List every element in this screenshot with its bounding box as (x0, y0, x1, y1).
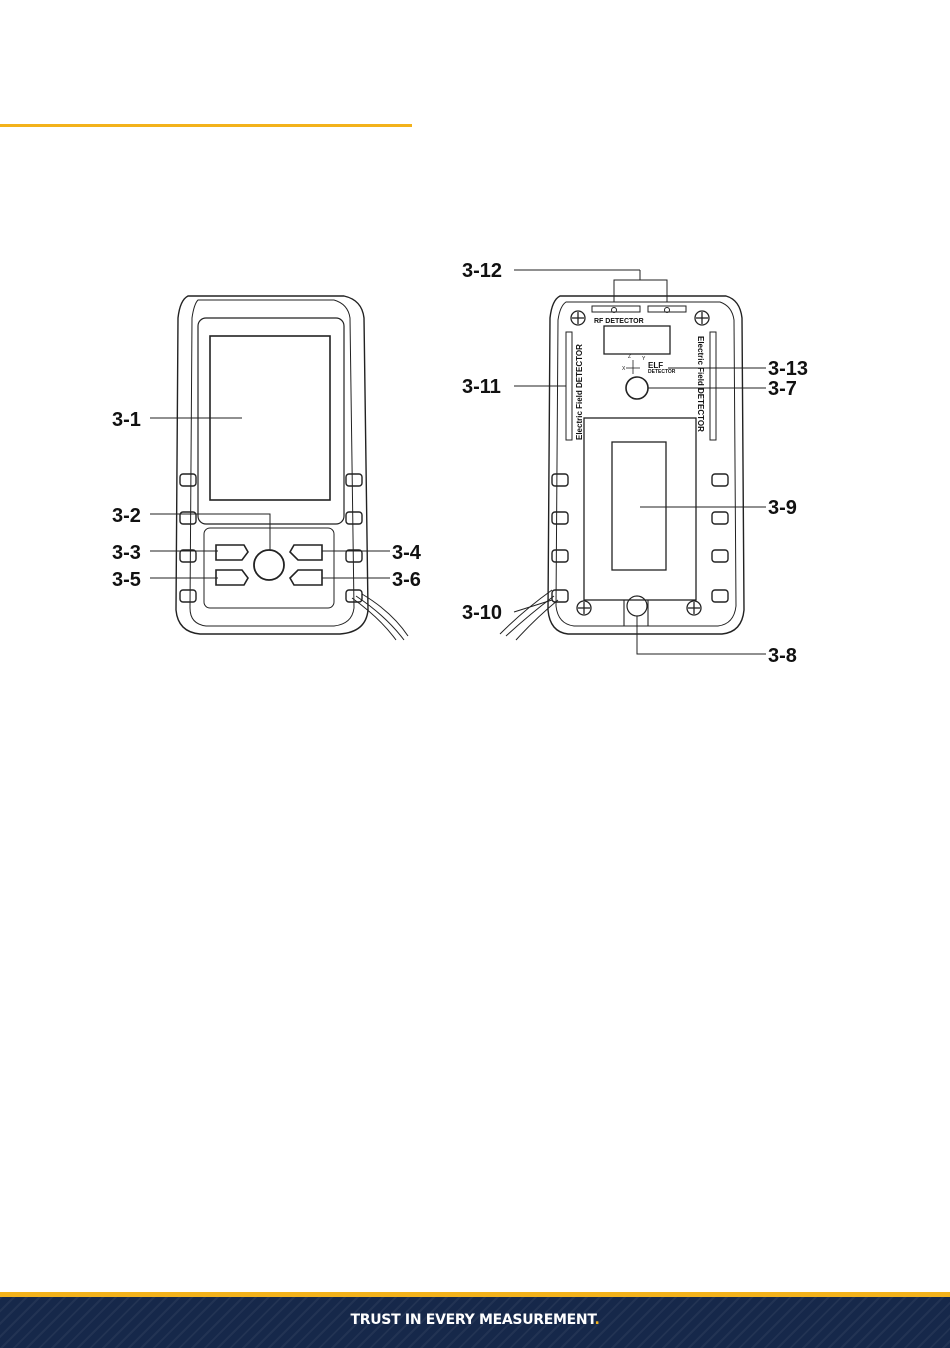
footer-slogan-dot: . (594, 1312, 599, 1328)
center-button (254, 550, 284, 580)
device-diagram: 3-1 3-2 3-3 3-4 3-5 3-6 (0, 0, 950, 700)
callout-3-9: 3-9 (768, 497, 797, 519)
callout-3-11: 3-11 (462, 376, 501, 398)
elf-detector-sub-label: DETECTOR (648, 369, 676, 375)
callout-3-3: 3-3 (112, 542, 141, 564)
callout-3-5: 3-5 (112, 569, 141, 591)
callout-3-10: 3-10 (462, 602, 502, 624)
axis-z-label: Z (628, 354, 631, 360)
callout-3-8: 3-8 (768, 645, 797, 667)
battery-cover (584, 418, 696, 600)
electric-field-right-label: Electric Field DETECTOR (696, 336, 705, 432)
callout-3-7: 3-7 (768, 378, 797, 400)
device-back-view (500, 296, 744, 640)
footer-slogan: TRUST IN EVERY MEASUREMENT. (0, 1312, 950, 1328)
footer-slogan-text: TRUST IN EVERY MEASUREMENT (351, 1312, 595, 1328)
axis-x-label: X (622, 366, 626, 372)
key-upper-left (216, 545, 248, 560)
key-upper-right (290, 545, 322, 560)
electric-field-left-label: Electric Field DETECTOR (575, 344, 584, 440)
key-lower-left (216, 570, 248, 585)
axis-y-label: Y (642, 356, 646, 362)
elf-sensor (626, 377, 648, 399)
device-front-view (176, 296, 408, 640)
rf-detector-label: RF DETECTOR (594, 318, 644, 325)
callout-3-12: 3-12 (462, 260, 502, 282)
callout-3-2: 3-2 (112, 505, 141, 527)
callout-3-13: 3-13 (768, 358, 808, 380)
callout-3-1: 3-1 (112, 409, 141, 431)
key-lower-right (290, 570, 322, 585)
callout-3-6: 3-6 (392, 569, 421, 591)
callout-3-4: 3-4 (392, 542, 422, 564)
